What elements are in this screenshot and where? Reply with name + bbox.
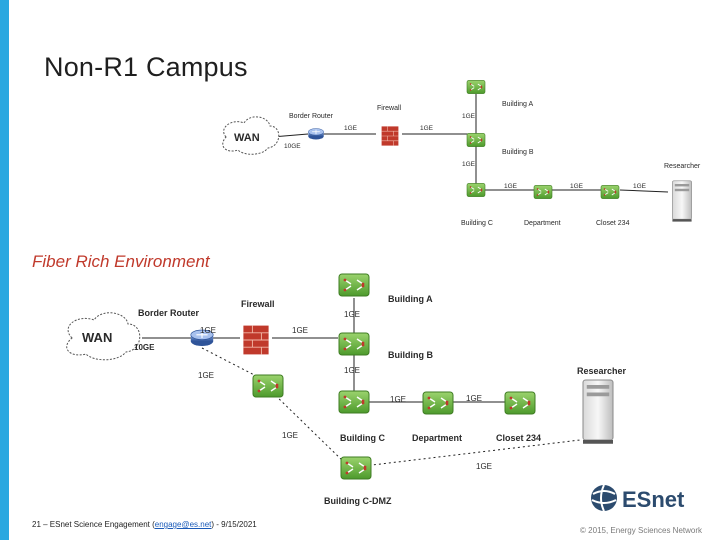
top-building-c-label: Building C	[461, 220, 493, 227]
top-department-label: Department	[524, 220, 561, 227]
bottom-researcher-label: Researcher	[577, 366, 627, 376]
bottom-building-c-label: Building C	[340, 433, 385, 443]
top-link-c-dept: 1GE	[504, 183, 518, 190]
bottom-researcher-server-icon	[582, 379, 614, 445]
top-building-b-switch-icon	[466, 132, 486, 148]
top-wan-cloud	[222, 116, 280, 155]
top-closet-switch-icon	[600, 184, 620, 200]
top-link-a-b: 1GE	[462, 113, 476, 120]
accent-bar	[0, 0, 9, 540]
bottom-closet-switch-icon	[504, 391, 536, 415]
bottom-link-router-dmz: 1GE	[198, 371, 214, 380]
top-closet-label: Closet 234	[596, 220, 630, 227]
bottom-link-a-b: 1GE	[344, 310, 360, 319]
footer-left: 21 – ESnet Science Engagement (engage@es…	[32, 520, 257, 529]
globe-icon	[591, 485, 617, 511]
top-researcher-label: Researcher	[664, 163, 701, 170]
bottom-link-fw-in: 1GE	[200, 326, 216, 335]
top-link-fw-in: 1GE	[344, 125, 358, 132]
top-link-fw-out: 1GE	[420, 125, 434, 132]
bottom-wan-cloud	[66, 312, 141, 361]
bottom-dmz-router-switch-icon	[252, 374, 284, 398]
bottom-diagram: WAN Border Router 10GE Firewall 1GE 1GE …	[66, 273, 627, 506]
bottom-link-c-dept: 1GE	[390, 395, 406, 404]
bottom-firewall-icon	[242, 325, 270, 355]
top-10ge-label: 10GE	[284, 143, 301, 150]
bottom-building-c-dmz-label: Building C-DMZ	[324, 496, 392, 506]
top-building-c-switch-icon	[466, 182, 486, 198]
footer-suffix: ) - 9/15/2021	[211, 520, 257, 529]
top-link-dept-closet: 1GE	[570, 183, 584, 190]
bottom-building-a-switch-icon	[338, 273, 370, 297]
bottom-10ge-label: 10GE	[134, 343, 155, 352]
bottom-building-c-dmz-switch-icon	[340, 456, 372, 480]
esnet-logo: ESnet	[588, 480, 714, 516]
bottom-link-dmz-researcher: 1GE	[476, 462, 492, 471]
slide-title: Non-R1 Campus	[44, 52, 248, 82]
top-building-a-switch-icon	[466, 79, 486, 95]
top-firewall-label: Firewall	[377, 105, 402, 112]
top-wan-label: WAN	[234, 132, 260, 144]
bottom-building-a-label: Building A	[388, 294, 433, 304]
top-department-switch-icon	[533, 184, 553, 200]
section-subtitle: Fiber Rich Environment	[32, 252, 210, 271]
top-building-b-label: Building B	[502, 149, 534, 156]
top-link-b-c: 1GE	[462, 161, 476, 168]
bottom-department-switch-icon	[422, 391, 454, 415]
footer-copyright: © 2015, Energy Sciences Network	[580, 526, 702, 535]
top-border-router-icon	[307, 128, 325, 140]
top-researcher-server-icon	[672, 180, 692, 223]
bottom-building-c-switch-icon	[338, 390, 370, 414]
top-firewall-icon	[381, 126, 399, 146]
bottom-dmz-links	[201, 347, 581, 467]
bottom-link-dmz-mid: 1GE	[282, 431, 298, 440]
bottom-border-router-label: Border Router	[138, 308, 200, 318]
bottom-closet-label: Closet 234	[496, 433, 541, 443]
top-border-router-label: Border Router	[289, 113, 334, 120]
top-building-a-label: Building A	[502, 101, 533, 108]
bottom-building-b-label: Building B	[388, 350, 433, 360]
top-link-closet-res: 1GE	[633, 183, 647, 190]
bottom-building-b-switch-icon	[338, 332, 370, 356]
top-diagram: WAN Border Router 10GE Firewall 1GE 1GE …	[222, 79, 701, 227]
bottom-link-fw-out: 1GE	[292, 326, 308, 335]
bottom-firewall-label: Firewall	[241, 299, 275, 309]
bottom-department-label: Department	[412, 433, 462, 443]
bottom-link-dept-closet: 1GE	[466, 394, 482, 403]
footer-email-link[interactable]: engage@es.net	[154, 520, 212, 529]
footer-prefix: 21 – ESnet Science Engagement (	[32, 520, 155, 529]
esnet-logo-text: ESnet	[622, 487, 685, 512]
bottom-link-b-c: 1GE	[344, 366, 360, 375]
bottom-wan-label: WAN	[82, 330, 112, 345]
